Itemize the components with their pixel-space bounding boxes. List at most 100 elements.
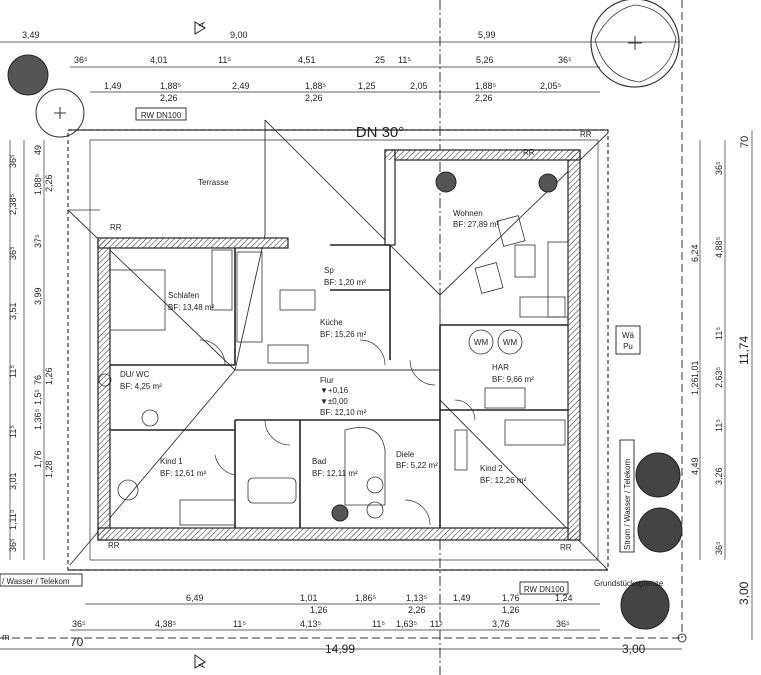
utility-label-right: Strom / Wasser / Telekom: [623, 459, 632, 550]
svg-text:1,25: 1,25: [358, 81, 376, 91]
room-name-sp: Sp: [324, 266, 334, 275]
svg-text:1,88⁵: 1,88⁵: [33, 173, 43, 195]
svg-text:4,88⁵: 4,88⁵: [714, 236, 724, 258]
svg-text:36⁵: 36⁵: [558, 55, 572, 65]
svg-text:4,51: 4,51: [298, 55, 316, 65]
left-m-label: m: [2, 632, 10, 642]
section-a-top: A: [197, 22, 207, 28]
section-arrow-top: [194, 21, 206, 35]
rr-label-1: RR: [110, 223, 122, 232]
room-name-wohnen: Wohnen: [453, 209, 483, 218]
svg-text:1,88⁵: 1,88⁵: [475, 81, 497, 91]
svg-text:1,63⁵: 1,63⁵: [396, 619, 418, 629]
svg-text:2,26: 2,26: [408, 605, 426, 615]
room-name-kind2: Kind 2: [480, 464, 503, 473]
svg-text:2,26: 2,26: [44, 174, 54, 192]
utility-box-left: [0, 573, 83, 587]
bathtub: [247, 477, 297, 504]
plant-icons: [331, 171, 558, 522]
svg-text:1,13⁵: 1,13⁵: [406, 593, 428, 603]
svg-text:2,26: 2,26: [160, 93, 178, 103]
svg-text:1,11⁵: 1,11⁵: [8, 509, 18, 530]
downpipe-label-2: RW DN100: [524, 585, 565, 594]
svg-text:1,88⁵: 1,88⁵: [160, 81, 182, 91]
wm-label-2: WM: [503, 338, 518, 347]
level-upper: ▼+0,16: [320, 386, 349, 395]
pu-label: Pu: [623, 342, 633, 351]
furniture: [98, 215, 569, 526]
svg-text:37⁵: 37⁵: [33, 234, 43, 248]
tree-icon-top-right: [590, 0, 680, 88]
room-area-sp: BF: 1,20 m²: [324, 278, 366, 287]
svg-text:1,26: 1,26: [310, 605, 328, 615]
roof-outline: [67, 119, 609, 571]
room-area-kueche: BF: 15,26 m²: [320, 330, 367, 339]
svg-text:25: 25: [375, 55, 385, 65]
room-area-bad: BF: 12,11 m²: [312, 469, 358, 478]
section-arrow-bottom: [194, 654, 206, 669]
svg-text:1,01: 1,01: [690, 360, 700, 378]
wae-pu-box: [615, 325, 641, 355]
svg-text:36⁵: 36⁵: [8, 154, 18, 168]
svg-text:3,00: 3,00: [622, 642, 646, 656]
svg-text:11⁵: 11⁵: [714, 419, 724, 432]
dining-table: [279, 289, 316, 311]
svg-text:4,38⁵: 4,38⁵: [155, 619, 177, 629]
rr-label-3: RR: [108, 541, 120, 550]
rr-label-4: RR: [560, 543, 572, 552]
room-name-schlafen: Schlafen: [168, 291, 199, 300]
interior-walls: [110, 244, 568, 528]
svg-text:1,01: 1,01: [300, 593, 318, 603]
svg-text:6,24: 6,24: [690, 244, 700, 262]
svg-text:11,74: 11,74: [737, 336, 751, 365]
svg-text:3,01: 3,01: [8, 472, 18, 490]
svg-text:3,26: 3,26: [714, 467, 724, 485]
room-name-terrasse: Terrasse: [198, 178, 229, 187]
wae-label: Wä: [622, 331, 635, 340]
tree-icon-right: [620, 452, 683, 630]
svg-text:1,88⁵: 1,88⁵: [305, 81, 327, 91]
roof-pitch-label: DN 30°: [356, 124, 405, 141]
svg-text:1,36⁵: 1,36⁵: [33, 408, 43, 430]
dims-left: 36⁵ 2,38⁵ 36⁵ 3,51 11⁵ 11⁵ 3,01 1,11⁵ 36…: [8, 145, 54, 552]
room-name-bad: Bad: [312, 457, 326, 466]
doors: [199, 339, 476, 526]
room-area-har: BF: 9,66 m²: [492, 375, 534, 384]
room-name-har: HAR: [492, 363, 509, 372]
utility-label-left: / Wasser / Telekom: [2, 577, 70, 586]
svg-text:11⁵: 11⁵: [8, 365, 18, 378]
svg-text:70: 70: [739, 136, 751, 148]
svg-text:1,76: 1,76: [33, 450, 43, 468]
svg-text:2,49: 2,49: [232, 81, 250, 91]
svg-text:1,49: 1,49: [453, 593, 471, 603]
rr-label-5: RR: [523, 148, 535, 157]
svg-text:36⁵: 36⁵: [74, 55, 88, 65]
svg-text:1,86⁵: 1,86⁵: [355, 593, 377, 603]
downpipe-box-1: [135, 107, 187, 121]
dims-bottom: 6,49 1,01 1,86⁵ 1,13⁵ 1,49 1,76 1,24 1,2…: [70, 593, 646, 656]
svg-text:2,26: 2,26: [305, 93, 323, 103]
room-area-flur: BF: 12,10 m²: [320, 408, 367, 417]
bed: [109, 269, 166, 331]
svg-text:3,99: 3,99: [33, 287, 43, 305]
downpipe-box-2: [519, 581, 569, 595]
level-lower: ▼±0,00: [320, 397, 348, 406]
svg-text:2,26: 2,26: [475, 93, 493, 103]
room-area-dusche: BF: 4,25 m²: [120, 382, 162, 391]
svg-text:1,24: 1,24: [555, 593, 573, 603]
svg-text:2,63⁵: 2,63⁵: [714, 366, 724, 388]
room-name-diele: Diele: [396, 450, 415, 459]
svg-text:2,38⁵: 2,38⁵: [8, 193, 18, 215]
svg-text:3,51: 3,51: [8, 302, 18, 320]
svg-text:4,01: 4,01: [150, 55, 168, 65]
svg-text:5,99: 5,99: [478, 30, 496, 40]
boundary-label: Grundstücksgrenze: [594, 579, 664, 588]
washer-circle-1: [468, 329, 494, 355]
svg-text:36⁵: 36⁵: [72, 619, 86, 629]
svg-text:3,49: 3,49: [22, 30, 40, 40]
svg-text:11⁵: 11⁵: [372, 619, 385, 629]
svg-text:36⁵: 36⁵: [556, 619, 570, 629]
svg-text:4,49: 4,49: [690, 457, 700, 475]
utility-box-right: [619, 439, 635, 553]
